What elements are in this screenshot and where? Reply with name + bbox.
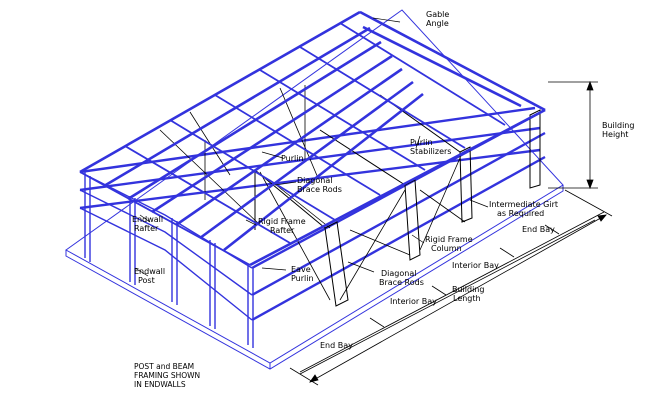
label-eave-purlin: Eave <box>291 265 311 274</box>
label-endwall-post: Endwall <box>134 267 165 276</box>
label-purlin-stabilizers: Purlin <box>410 138 433 147</box>
caption-line-3: IN ENDWALLS <box>134 380 186 389</box>
foundation-slab <box>65 9 564 370</box>
label-diagonal-brace-rods-top: Diagonal <box>297 176 332 185</box>
label-end-bay-right: End Bay <box>522 225 555 234</box>
caption-line-2: FRAMING SHOWN <box>134 371 200 380</box>
caption-line-1: POST and BEAM <box>134 362 194 371</box>
label-rigid-frame-column-2: Column <box>431 244 462 253</box>
label-diagonal-brace-rods-top-2: Brace Rods <box>297 185 342 194</box>
label-diagonal-brace-rods-bottom-2: Brace Rods <box>379 278 424 287</box>
label-endwall-post-2: Post <box>138 276 155 285</box>
label-rigid-frame-column: Rigid Frame <box>425 235 473 244</box>
label-gable-angle: Gable <box>426 10 449 19</box>
label-gable-angle-2: Angle <box>426 19 449 28</box>
label-eave-purlin-2: Purlin <box>291 274 314 283</box>
dimension-lines <box>289 80 613 386</box>
label-rigid-frame-rafter-2: Rafter <box>270 226 295 235</box>
label-building-length: Building <box>452 285 484 294</box>
label-building-length-2: Length <box>453 294 481 303</box>
label-intermediate-girt: Intermediate Girt <box>489 200 558 209</box>
label-diagonal-brace-rods-bottom: Diagonal <box>381 269 416 278</box>
label-end-bay-bottom: End Bay <box>320 341 353 350</box>
label-rigid-frame-rafter: Rigid Frame <box>258 217 306 226</box>
roof-rafters <box>79 11 546 266</box>
label-building-height-2: Height <box>602 130 628 139</box>
leader-lines <box>134 17 489 277</box>
label-purlin-stabilizers-2: Stabilizers <box>410 147 451 156</box>
label-interior-bay-bottom: Interior Bay <box>390 297 437 306</box>
label-endwall-rafter-2: Rafter <box>134 224 159 233</box>
label-intermediate-girt-2: as Required <box>497 209 544 218</box>
label-endwall-rafter: Endwall <box>132 215 163 224</box>
label-building-height: Building <box>602 121 634 130</box>
label-interior-bay-right: Interior Bay <box>452 261 499 270</box>
label-purlin: Purlin <box>281 154 304 163</box>
front-endwall <box>79 171 254 348</box>
diagonal-brace-rods <box>159 85 466 301</box>
